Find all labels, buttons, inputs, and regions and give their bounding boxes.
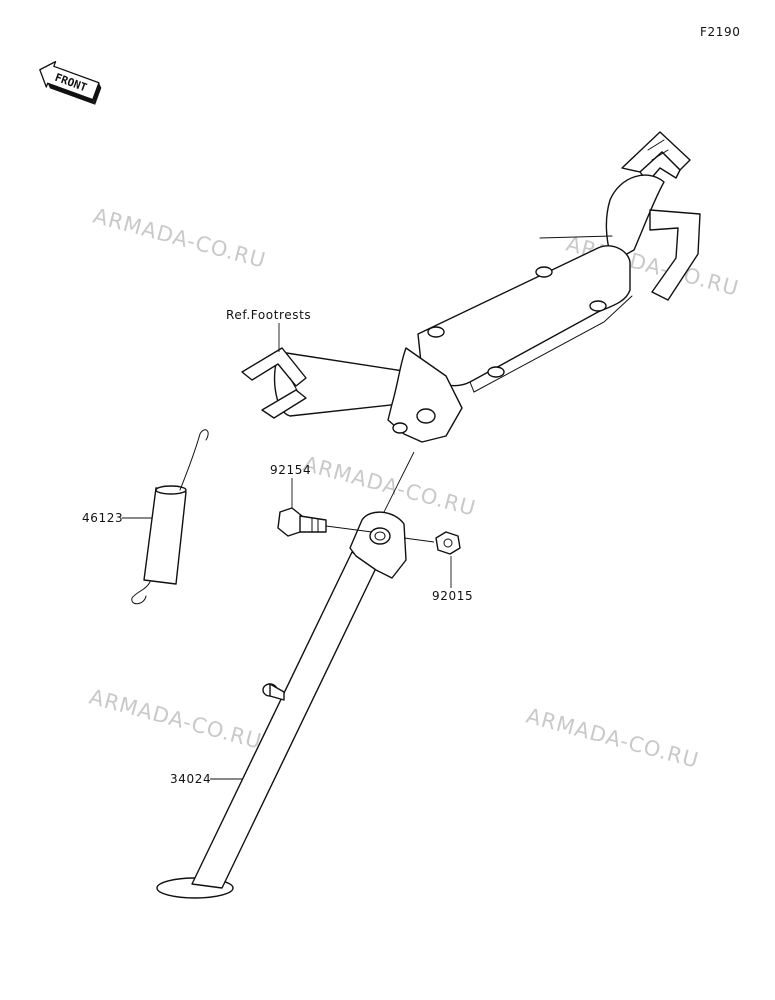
assembly-line xyxy=(379,451,415,521)
bolt-axis-line xyxy=(325,525,373,533)
nut xyxy=(435,531,461,555)
bolt xyxy=(277,507,327,537)
callout-46123: 46123 xyxy=(82,511,123,525)
spring xyxy=(131,429,209,605)
callout-92154: 92154 xyxy=(270,463,311,477)
front-arrow-icon: FRONT xyxy=(39,60,102,105)
callouts: Ref.Footrests 46123 92154 92015 34024 xyxy=(82,308,473,786)
watermark-3: ARMADA-CO.RU xyxy=(301,452,479,521)
watermark-4: ARMADA-CO.RU xyxy=(87,685,265,754)
side-stand xyxy=(156,511,407,899)
watermark-1: ARMADA-CO.RU xyxy=(91,204,269,273)
callout-ref-footrests: Ref.Footrests xyxy=(226,308,311,322)
callout-92015: 92015 xyxy=(432,589,473,603)
frame-bracket xyxy=(241,131,701,443)
callout-34024: 34024 xyxy=(170,772,211,786)
nut-axis-line xyxy=(403,537,435,543)
watermark-5: ARMADA-CO.RU xyxy=(524,704,702,773)
figure-code: F2190 xyxy=(700,25,740,39)
